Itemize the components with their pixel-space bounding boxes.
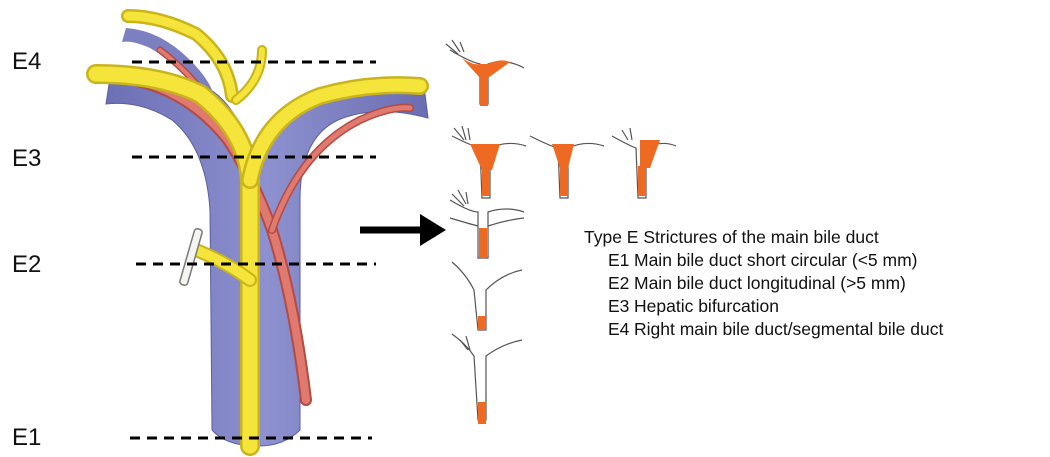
legend-code: E1 bbox=[584, 249, 634, 272]
arrow-icon bbox=[360, 214, 446, 246]
legend-title: Type E Strictures of the main bile duct bbox=[584, 226, 943, 249]
legend-item: E3 Hepatic bifurcation bbox=[584, 295, 943, 318]
schematic-e1 bbox=[452, 262, 522, 424]
schematic-e2 bbox=[450, 190, 524, 258]
legend-code: E2 bbox=[584, 272, 634, 295]
level-label-e4: E4 bbox=[12, 48, 41, 76]
legend-text: Main bile duct longitudinal (>5 mm) bbox=[634, 272, 906, 295]
legend-item: E2 Main bile duct longitudinal (>5 mm) bbox=[584, 272, 943, 295]
schematic-e3 bbox=[452, 126, 676, 198]
legend-text: Right main bile duct/segmental bile duct bbox=[634, 318, 943, 341]
legend-text: Main bile duct short circular (<5 mm) bbox=[634, 249, 918, 272]
level-label-e2: E2 bbox=[12, 251, 41, 279]
level-label-e1: E1 bbox=[12, 424, 41, 452]
legend-item: E1 Main bile duct short circular (<5 mm) bbox=[584, 249, 943, 272]
schematic-e4 bbox=[446, 40, 524, 106]
legend-text: Hepatic bifurcation bbox=[634, 295, 779, 318]
legend-item: E4 Right main bile duct/segmental bile d… bbox=[584, 318, 943, 341]
level-label-e3: E3 bbox=[12, 145, 41, 173]
legend-code: E4 bbox=[584, 318, 634, 341]
legend-code: E3 bbox=[584, 295, 634, 318]
legend: Type E Strictures of the main bile duct … bbox=[584, 226, 943, 341]
